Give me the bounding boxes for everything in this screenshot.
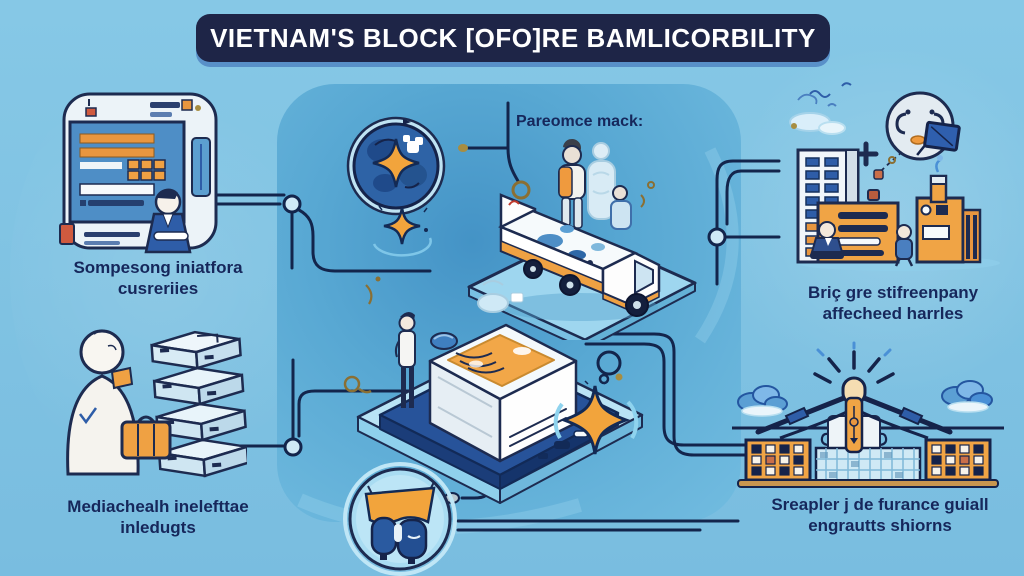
- beacon-bridge-illustration: [732, 341, 1004, 489]
- partnership-badge-icon: [885, 91, 961, 161]
- window-building: [924, 438, 992, 482]
- label-top-left: Sompesong iniatfora cusreriies: [18, 258, 298, 299]
- walking-person: [894, 224, 914, 267]
- sitting-person: [810, 221, 844, 259]
- connector-paths: [203, 101, 781, 532]
- glass-hall: [814, 446, 922, 484]
- bird-doodles: [797, 82, 852, 107]
- kiosk-screen-illustration: [59, 92, 218, 254]
- briefcase-icon: [120, 420, 172, 460]
- label-bottom-left: Mediachealh inelefttae inledugts: [18, 497, 298, 538]
- city-buildings-illustration: [789, 82, 1000, 271]
- label-bottom-right: Sreapler j de furance guiall engrautts s…: [732, 495, 1024, 536]
- server-slots: [159, 348, 222, 468]
- blue-flag-icon: [916, 120, 961, 156]
- courier-person: [66, 329, 172, 476]
- label-line: Pareomce mack:: [516, 113, 644, 130]
- flatbed-truck-illustration: [467, 138, 697, 340]
- label-line: inledugts: [120, 517, 196, 537]
- label-right: Briç gre stifreenpany affecheed harrles: [762, 283, 1024, 324]
- label-line: Mediachealh inelefttae: [67, 497, 249, 516]
- printer-person: [394, 311, 416, 408]
- printing-machine-illustration: [356, 276, 644, 504]
- courier-with-servers-illustration: [66, 329, 247, 478]
- sparkle-icon: [553, 380, 639, 455]
- label-line: Briç gre stifreenpany: [807, 283, 979, 302]
- label-line: Sreapler j de furance guiall: [771, 495, 989, 514]
- label-center-top: Pareomce mack:: [516, 112, 716, 132]
- factory-building: [915, 155, 982, 264]
- cloud-icon: [941, 380, 993, 413]
- beacon-rays: [813, 350, 895, 384]
- truck-people: [558, 138, 632, 230]
- window-building: [744, 438, 812, 482]
- label-line: engrautts shiorns: [808, 515, 952, 535]
- label-line: cusreriies: [117, 278, 199, 298]
- cloud-icon: [737, 385, 788, 417]
- gold-dot: [615, 373, 623, 381]
- banner-flag: [364, 486, 436, 525]
- puzzle-glyph: [403, 135, 423, 153]
- flag-holders: [370, 516, 428, 564]
- label-line: Sompesong iniatfora: [73, 258, 243, 277]
- page-title: VIETNAM'S BLOCK [OFO]RE BAMLICORBILITY: [210, 22, 816, 53]
- screen-grid: [127, 159, 166, 181]
- beacon-tower: [841, 376, 867, 454]
- printed-document: [447, 334, 555, 387]
- label-line: affecheed harrles: [822, 303, 964, 323]
- team-flag-badge-icon: [343, 462, 457, 576]
- globe-sparkle-badge-icon: [346, 116, 446, 216]
- connector-nodes: [282, 194, 727, 457]
- sparkle-icon: [372, 205, 432, 257]
- sparkle-icon: [372, 138, 420, 188]
- gold-dot: [458, 144, 468, 152]
- server-stack: [150, 330, 247, 478]
- title-banner: VIETNAM'S BLOCK [OFO]RE BAMLICORBILITY: [196, 14, 830, 62]
- truck-body: [497, 193, 661, 317]
